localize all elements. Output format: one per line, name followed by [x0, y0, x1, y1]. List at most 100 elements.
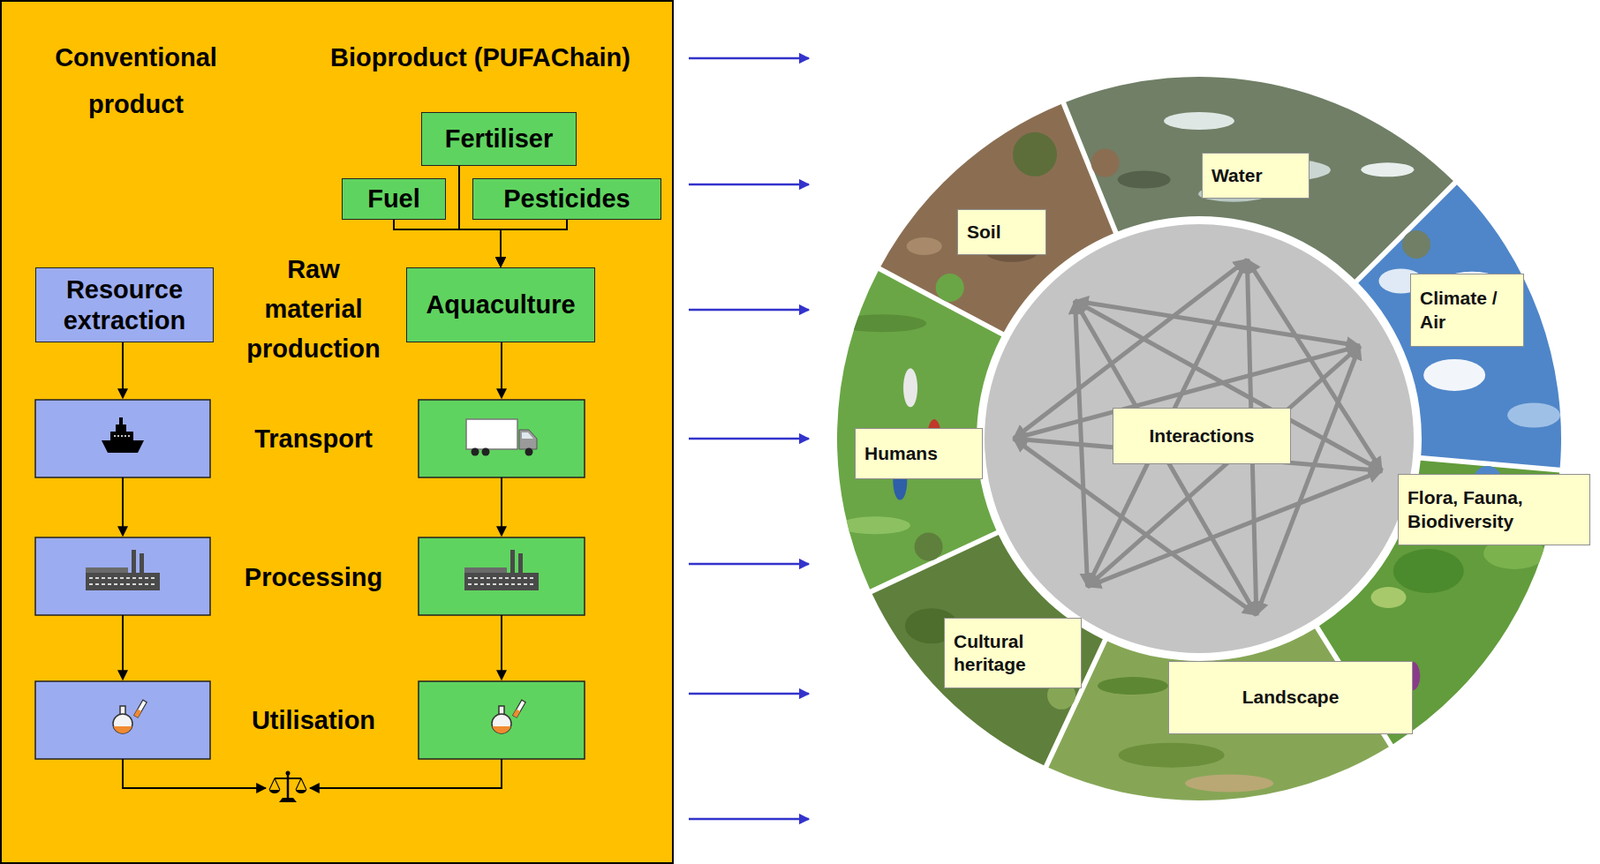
wheel-label: Cultural heritage: [943, 618, 1082, 689]
photo-detail: [1097, 677, 1169, 695]
ship-icon: [101, 417, 144, 453]
wheel-label: Water: [1201, 152, 1310, 199]
photo-detail: [906, 237, 943, 256]
photo-detail: [1198, 186, 1269, 203]
node-text: Resource extraction: [43, 274, 206, 337]
photo-detail: [903, 368, 918, 408]
interaction-arrow: [1013, 438, 1257, 616]
photo-detail: [892, 461, 907, 501]
interaction-circle: [984, 224, 1414, 654]
interaction-arrow: [1013, 346, 1360, 439]
chain-arrows: [122, 342, 502, 789]
truck-icon: [466, 419, 537, 457]
chain-arrows: [500, 342, 503, 399]
conventional-chain: [35, 400, 211, 760]
impact-arrows: [688, 693, 809, 696]
column-heading: Bioproduct (PUFAChain): [289, 34, 672, 82]
input-box: Fertiliser: [421, 112, 577, 167]
utilisation-box: [418, 681, 585, 760]
wheel-label: Soil: [957, 209, 1047, 256]
photo-detail: [1118, 743, 1225, 769]
node-text: Aquaculture: [425, 289, 575, 321]
interaction-arrow: [1246, 259, 1382, 471]
interaction-arrows: [1013, 259, 1382, 616]
wheel-label: Landscape: [1168, 661, 1413, 735]
stage-label: Raw material production: [238, 249, 389, 370]
impact-arrows: [688, 57, 809, 61]
photo-detail: [1370, 587, 1406, 609]
node-text: Flora, Fauna, Biodiversity: [1407, 486, 1581, 534]
interaction-arrow: [1074, 301, 1256, 616]
ship-icon: [113, 435, 130, 438]
impact-arrows: [688, 183, 809, 187]
stage-label: Utilisation: [216, 704, 411, 737]
node-text: Soil: [966, 220, 1002, 244]
wheel-label: Flora, Fauna, Biodiversity: [1397, 474, 1591, 546]
node-text: Landscape: [1242, 686, 1340, 710]
photo-detail: [1360, 162, 1414, 177]
photo-detail: [1117, 112, 1415, 203]
balance-scale-icon: [269, 790, 280, 794]
processing-box: [418, 537, 585, 616]
factory-icon: [464, 550, 539, 591]
truck-icon: [525, 448, 534, 457]
flow-connector: [459, 166, 501, 267]
interaction-arrow: [1013, 259, 1247, 439]
photo-detail: [1163, 112, 1235, 130]
node-text: Fuel: [367, 183, 421, 215]
photo-detail: [1012, 132, 1057, 177]
node-text: Water: [1211, 164, 1263, 188]
inner-ring: [978, 218, 1420, 660]
wheel-center-label: Interactions: [1112, 407, 1291, 465]
photo-detail: [839, 516, 911, 535]
environment-wheel: [837, 76, 1562, 801]
flow-connector: [393, 219, 501, 267]
chain-arrows: [122, 759, 266, 789]
chain-arrows: [121, 615, 124, 680]
stage-label: Transport: [216, 422, 411, 455]
photo-detail: [1507, 402, 1561, 428]
photo-detail: [1037, 644, 1082, 663]
balance-scale-icon: [269, 771, 307, 804]
puzzle-knob: [935, 273, 965, 302]
balance-scale-icon: [269, 778, 307, 791]
ship-icon: [119, 417, 123, 425]
input-box: Fuel: [341, 178, 446, 220]
interaction-arrow: [1013, 438, 1382, 471]
puzzle-knob: [1047, 681, 1076, 710]
chain-arrows: [309, 759, 502, 789]
node-text: Humans: [864, 442, 938, 466]
wheel-label: Humans: [854, 428, 983, 480]
input-box: Pesticides: [472, 178, 662, 220]
impact-arrows: [688, 58, 809, 820]
puzzle-piece: [837, 271, 1002, 590]
flow-connector: [500, 219, 567, 267]
impact-arrows: [688, 563, 809, 567]
utilisation-box: [35, 681, 211, 760]
balance-scale-icon: [279, 798, 297, 803]
interaction-arrow: [1087, 470, 1382, 587]
processing-box: [35, 537, 211, 616]
transport-box: [418, 400, 585, 478]
factory-icon: [85, 550, 160, 591]
impact-arrows: [688, 309, 809, 312]
photo-detail: [1432, 271, 1512, 317]
truck-icon: [466, 419, 518, 450]
photo-detail: [1370, 537, 1546, 691]
truck-icon: [482, 448, 491, 457]
flask-icon: [113, 700, 147, 734]
node-text: Cultural heritage: [953, 630, 1072, 678]
photo-detail: [905, 608, 959, 644]
transport-box: [35, 400, 211, 478]
interaction-arrow: [1246, 259, 1257, 616]
process-box: Aquaculture: [406, 267, 596, 343]
puzzle-piece: [837, 271, 1002, 590]
chain-arrows: [121, 342, 124, 399]
photo-detail: [1379, 268, 1424, 294]
photo-detail: [979, 635, 1042, 663]
ship-icon: [101, 440, 144, 453]
truck-icon: [519, 430, 537, 450]
